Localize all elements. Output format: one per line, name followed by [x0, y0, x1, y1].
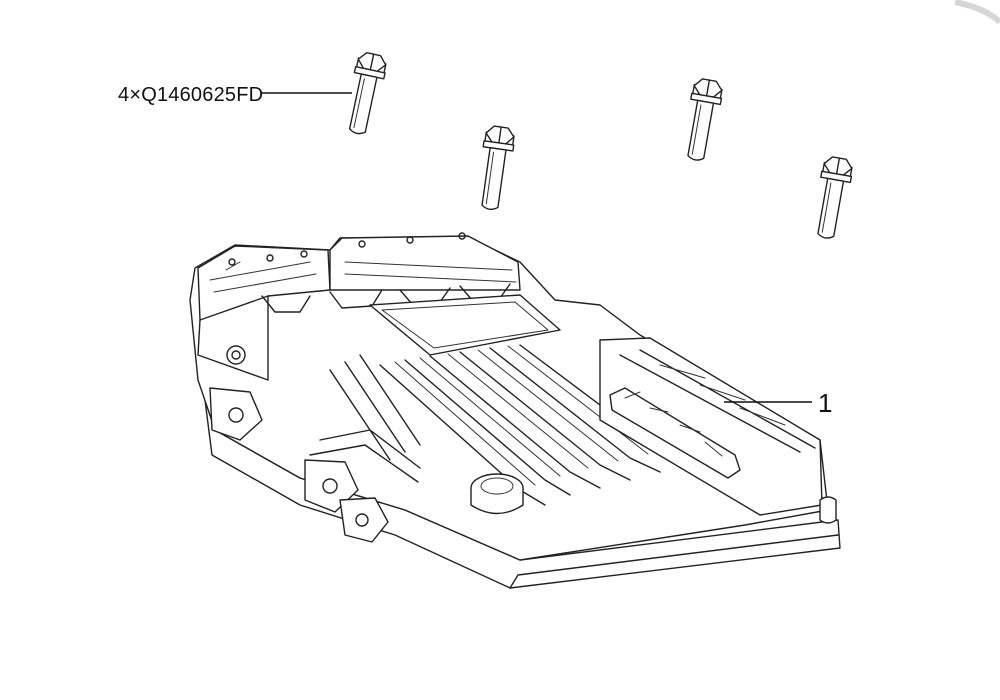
- bolt-part-callout: 4×Q1460625FD: [118, 84, 264, 106]
- bolt-3: [687, 78, 723, 161]
- bolt-4: [817, 156, 853, 239]
- ecu-part-callout: 1: [818, 388, 833, 418]
- ecu-housing: [189, 232, 841, 589]
- bolt-2: [481, 125, 515, 211]
- corner-shadow: [954, 0, 1000, 25]
- bolt-1: [348, 52, 387, 135]
